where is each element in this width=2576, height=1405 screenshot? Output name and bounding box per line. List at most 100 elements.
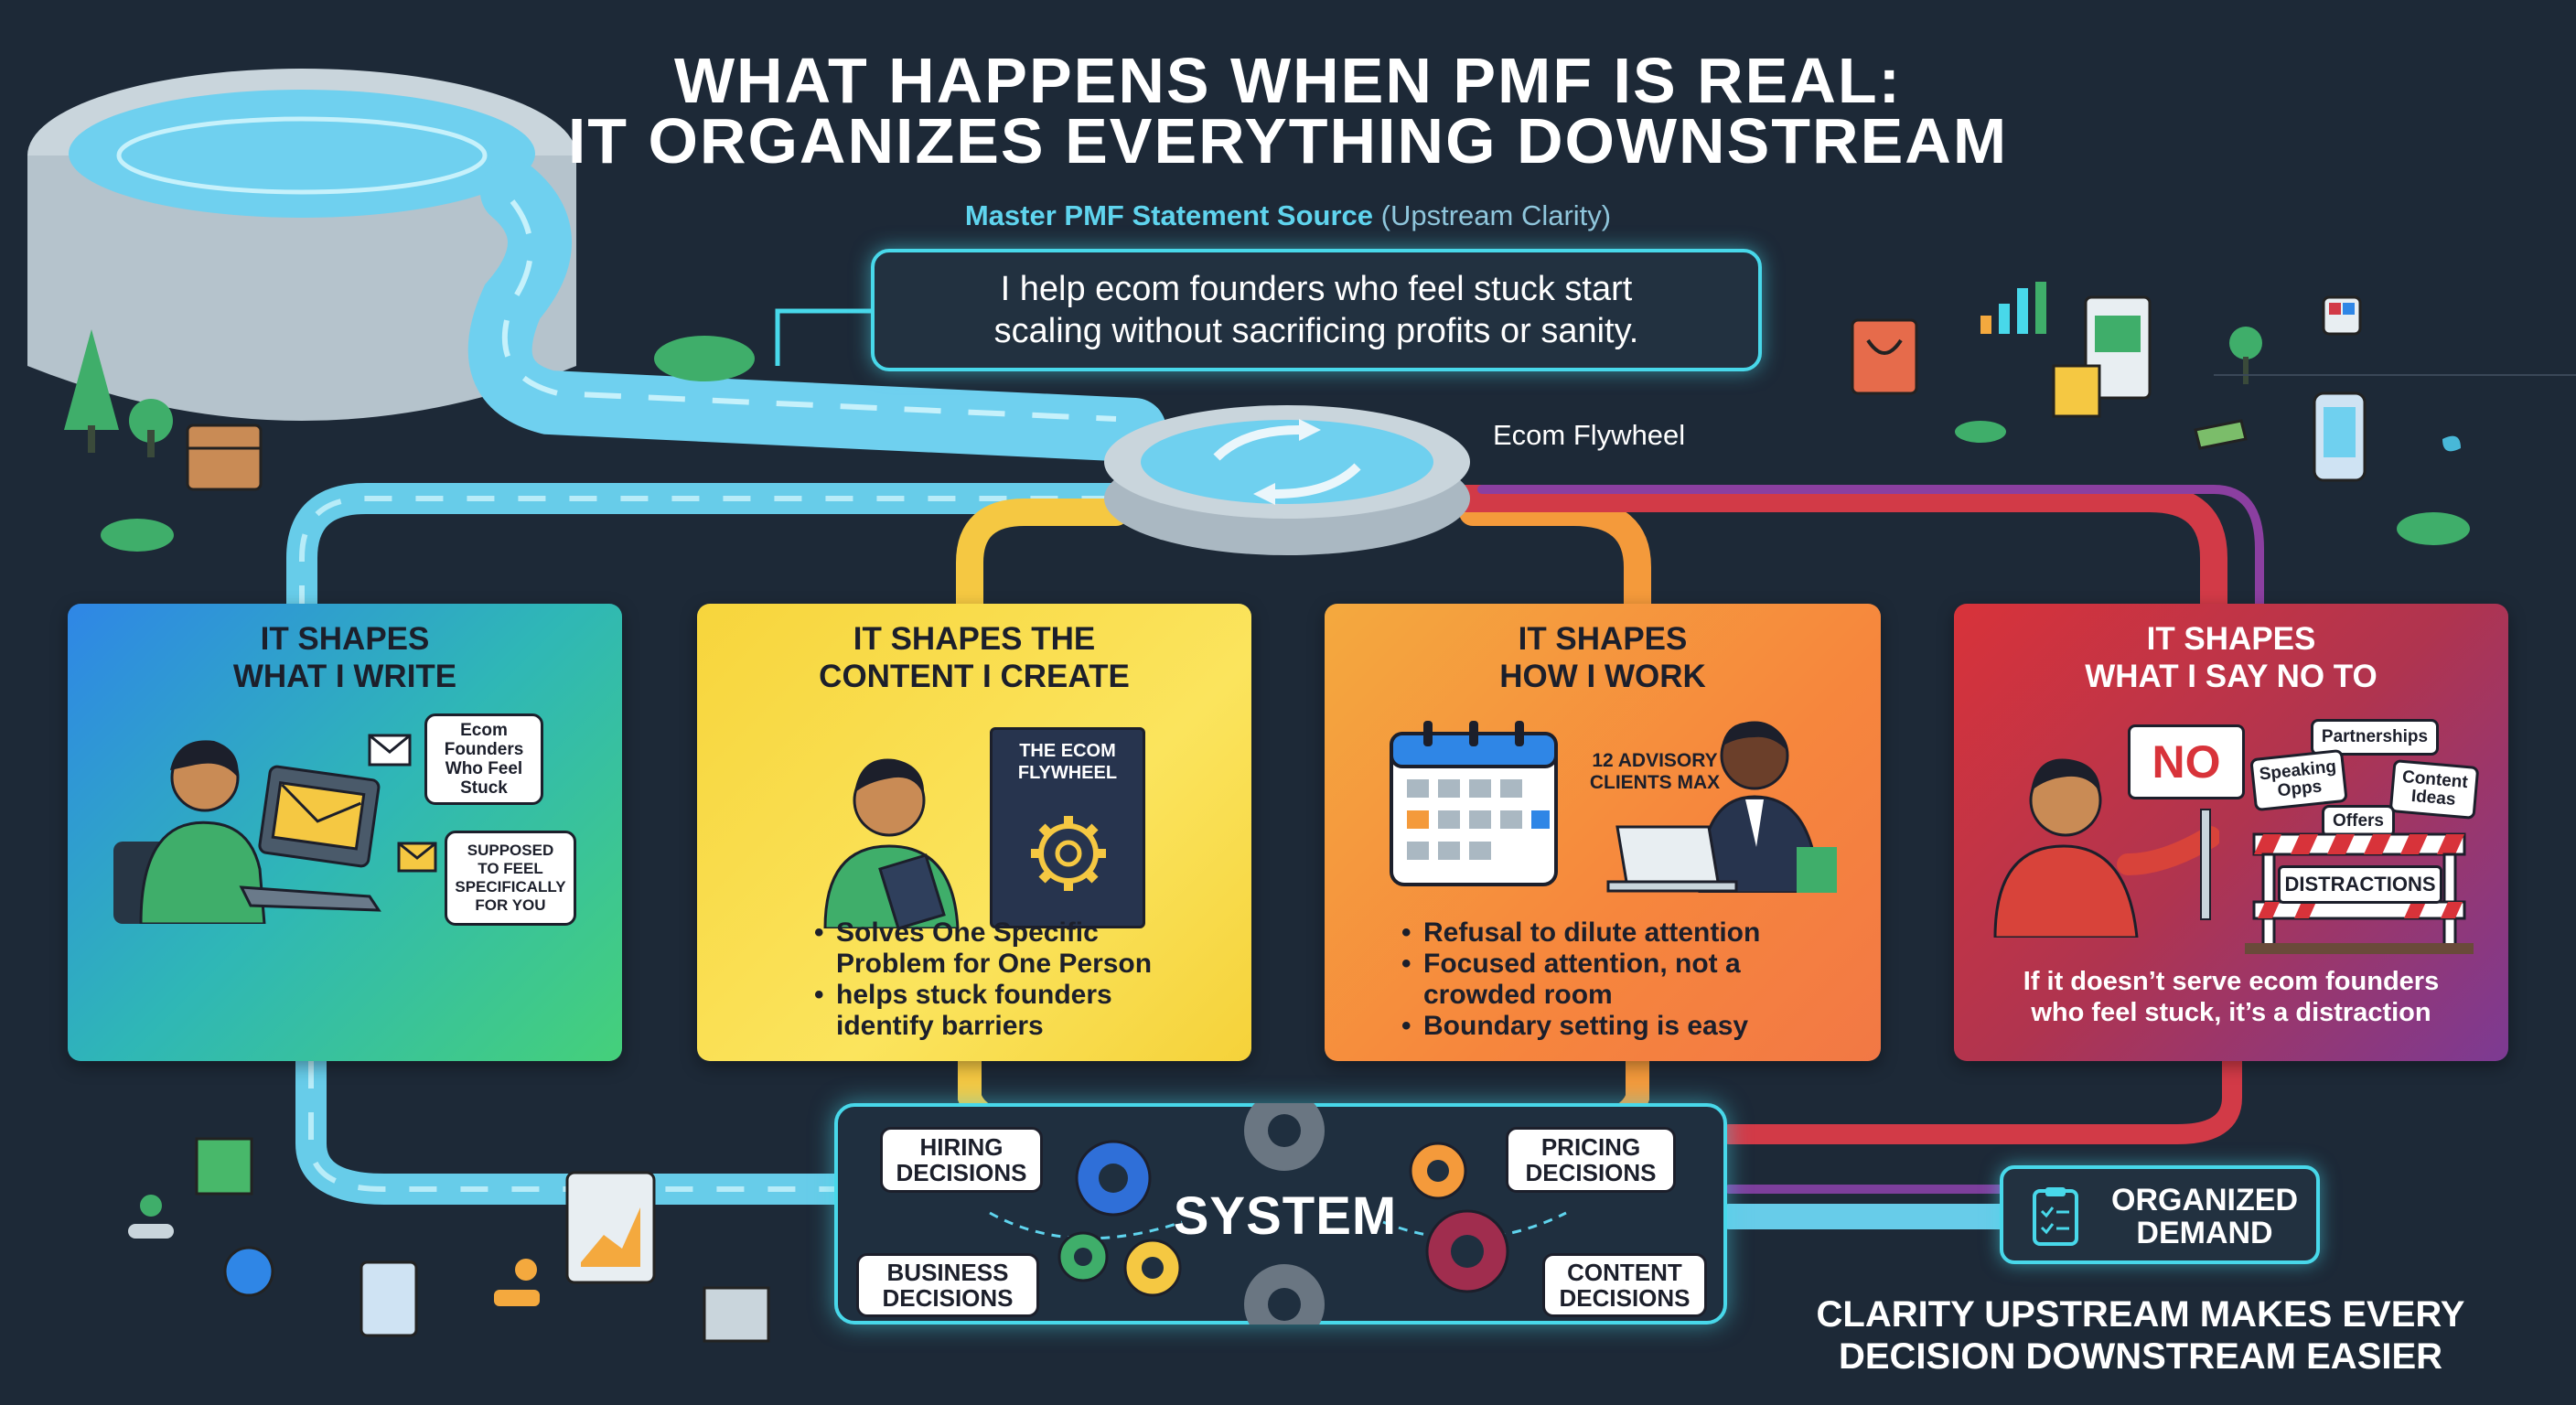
stream-lower-blue-dash [308, 1061, 837, 1192]
plant-icon [2442, 435, 2461, 452]
clients-line2: CLIENTS MAX [1589, 772, 1721, 793]
card-write-title: IT SHAPES WHAT I WRITE [68, 620, 622, 695]
no-sign: NO [2128, 724, 2245, 799]
card-write-title-line2: WHAT I WRITE [232, 659, 457, 694]
card-how-i-work: IT SHAPES HOW I WORK 12 ADVISORY CLIENTS… [1325, 604, 1881, 1061]
flywheel-arrowhead-1 [1299, 419, 1321, 441]
card-write-title-line1: IT SHAPES [260, 621, 430, 657]
card-what-i-say-no-to: IT SHAPES WHAT I SAY NO TO NO Partnershi… [1954, 604, 2508, 1061]
footer-tagline: CLARITY UPSTREAM MAKES EVERY DECISION DO… [1766, 1293, 2516, 1378]
waterfall [467, 160, 1166, 462]
system-title: SYSTEM [1173, 1186, 1398, 1246]
bush-2 [654, 336, 755, 381]
gear-icon-orange [1409, 1142, 1467, 1200]
no-caption-line1: If it doesn’t serve ecom founders [2023, 967, 2440, 996]
stream-lower-red [1719, 1051, 2242, 1144]
flywheel-arrowhead-2 [1253, 483, 1275, 505]
bubble-ecom-founders: Ecom Founders Who Feel Stuck [424, 713, 543, 805]
clients-max-label: 12 ADVISORY CLIENTS MAX [1586, 750, 1723, 794]
flywheel-water [1141, 420, 1433, 504]
gear-icon [1031, 816, 1106, 891]
book-title-line1: THE ECOM [1019, 741, 1116, 761]
card-no-title: IT SHAPES WHAT I SAY NO TO [1954, 620, 2508, 695]
gear-icon-green [1057, 1231, 1109, 1282]
content-line2: DECISIONS [1559, 1284, 1690, 1312]
stream-loop-blue-outline [299, 496, 1134, 613]
shopping-bag-icon [1851, 318, 1918, 395]
gear-icon-grey-top [1244, 1103, 1325, 1171]
bubble1-line3: Who Feel [445, 759, 523, 778]
no-caption-line2: who feel stuck, it’s a distraction [2031, 998, 2431, 1027]
bubble2-line1: SUPPOSED [467, 842, 554, 859]
footer-line1: CLARITY UPSTREAM MAKES EVERY [1816, 1294, 2465, 1335]
clients-line1: 12 ADVISORY [1592, 750, 1718, 771]
source-note: (Upstream Clarity) [1380, 199, 1612, 231]
distractions-text: DISTRACTIONS [2284, 873, 2436, 896]
writer-illustration [113, 740, 381, 924]
footer-line2: DECISION DOWNSTREAM EASIER [1838, 1336, 2443, 1377]
card-no-title-line1: IT SHAPES [2146, 621, 2316, 657]
bubble2-line4: FOR YOU [475, 896, 546, 914]
source-label: Master PMF Statement Source [964, 199, 1374, 231]
card-no-title-line2: WHAT I SAY NO TO [2085, 659, 2377, 694]
advisor-illustration [1606, 721, 1837, 893]
content-bullet2-line2: identify barriers [836, 1011, 1044, 1041]
open-book-icon [878, 853, 946, 928]
pill-icon [128, 1224, 174, 1239]
content-line1: CONTENT [1567, 1259, 1682, 1286]
bush-3 [1955, 421, 2006, 443]
waterfall-shine [501, 199, 1117, 422]
sticky-note-icon [2052, 364, 2101, 418]
gear-icon-grey-bottom [1244, 1264, 1325, 1325]
tree-left-2 [129, 399, 173, 443]
stream-loop-purple [1477, 485, 2264, 617]
book-title-line2: FLYWHEEL [1017, 763, 1118, 783]
card-content-title-line1: IT SHAPES THE [853, 621, 1096, 657]
title-line-1: WHAT HAPPENS WHEN PMF IS REAL: [673, 45, 1902, 116]
organized-demand-text: ORGANIZED DEMAND [2095, 1184, 2314, 1249]
cube-icon [195, 1137, 253, 1196]
flywheel-arrow-2 [1274, 463, 1361, 499]
money-icon [2194, 419, 2248, 450]
phone-icon-2 [360, 1260, 418, 1337]
reader-illustration [823, 758, 960, 928]
hiring-line1: HIRING [919, 1133, 1004, 1161]
card-content-i-create: IT SHAPES THE CONTENT I CREATE THE ECOM … [697, 604, 1251, 1061]
stream-loop-red [1450, 485, 2227, 627]
mail-icon-1 [368, 734, 412, 767]
bubble1-line4: Stuck [460, 778, 508, 798]
bush-1 [101, 519, 174, 552]
gear-icon-blue [1075, 1140, 1152, 1217]
no-caption: If it doesn’t serve ecom founders who fe… [1954, 966, 2508, 1028]
tree-left-1 [64, 329, 119, 430]
title-line-2: IT ORGANIZES EVERYTHING DOWNSTREAM [567, 105, 2009, 177]
card-work-title-line2: HOW I WORK [1499, 659, 1706, 694]
source-label-row: Master PMF Statement Source (Upstream Cl… [0, 199, 2576, 232]
flywheel-book: THE ECOM FLYWHEEL [990, 727, 1145, 928]
barrier-illustration [2245, 832, 2474, 954]
connector-line [775, 308, 871, 366]
organized-line2: DEMAND [2136, 1216, 2273, 1250]
card-work-title: IT SHAPES HOW I WORK [1325, 620, 1881, 695]
work-bullet1: Refusal to dilute attention [1423, 917, 1761, 948]
no-sign-text: NO [2152, 736, 2221, 788]
package-icon [186, 424, 263, 491]
hiring-line2: DECISIONS [896, 1159, 1027, 1186]
business-line1: BUSINESS [886, 1259, 1009, 1286]
bush-4 [2397, 512, 2470, 545]
award-ribbon-icon [223, 1246, 274, 1297]
card-work-title-line1: IT SHAPES [1518, 621, 1688, 657]
business-line2: DECISIONS [882, 1284, 1014, 1312]
bubble2-line3: SPECIFICALLY [455, 878, 566, 896]
stream-loop-orange [1459, 499, 1651, 627]
bubble2-line2: TO FEEL [478, 860, 543, 877]
tag-partnerships-text: Partnerships [2321, 727, 2429, 746]
content-bullet2-line1: helps stuck founders [836, 980, 1112, 1010]
organized-demand-box: ORGANIZED DEMAND [2000, 1165, 2320, 1264]
